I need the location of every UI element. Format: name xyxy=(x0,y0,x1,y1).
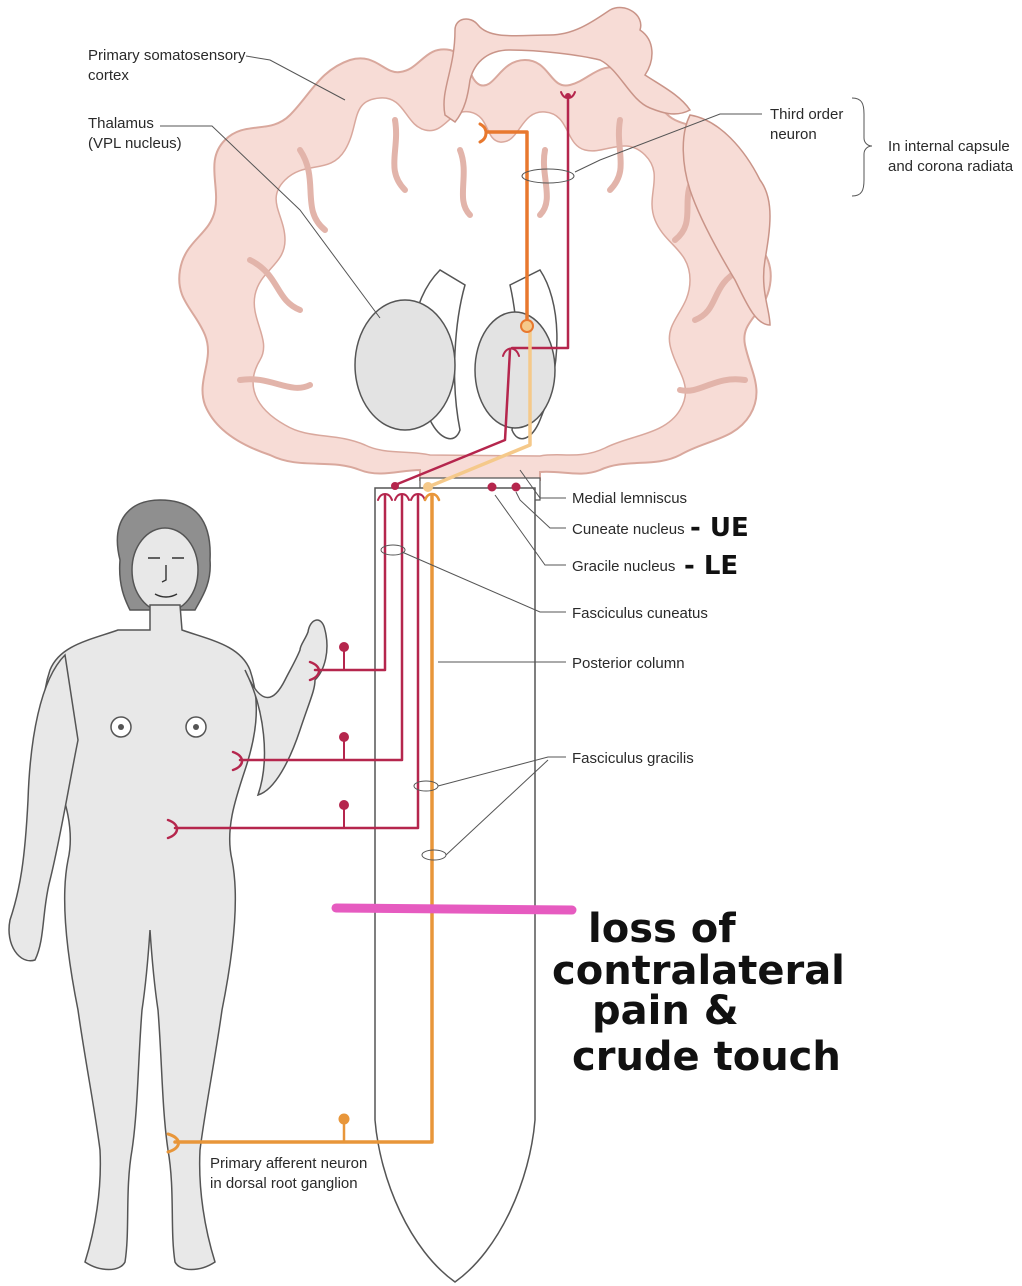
handwritten-annotations: - UE - LE loss of contralateral pain & c… xyxy=(331,513,859,1080)
label-cuneate-nucleus: Cuneate nucleus xyxy=(572,521,685,538)
dark-orange-third-order xyxy=(485,130,529,328)
body-silhouette xyxy=(42,604,258,1271)
gracile-nucleus-dot xyxy=(511,482,521,492)
label-medial-lemniscus: Medial lemniscus xyxy=(572,490,687,507)
homunculus-hand xyxy=(443,6,692,124)
label-posterior-column: Posterior column xyxy=(572,655,685,672)
crimson-medial-lemniscus xyxy=(393,348,512,487)
homunculus-face xyxy=(682,114,771,326)
label-somatosensory-cortex: Primary somatosensory cortex xyxy=(88,47,250,84)
face-features xyxy=(148,557,184,598)
orange-pathway-leg xyxy=(173,493,434,1144)
label-gracile-nucleus: Gracile nucleus xyxy=(572,558,675,575)
crimson-synapse-dot xyxy=(391,482,399,490)
label-fasciculus-cuneatus: Fasciculus cuneatus xyxy=(572,605,708,622)
label-thalamus: Thalamus (VPL nucleus) xyxy=(88,115,182,152)
sensory-homunculus xyxy=(443,6,771,326)
dorsal-root-ganglia xyxy=(338,642,350,1144)
brain-coronal-section xyxy=(178,48,772,501)
cortex-synapse-arcs xyxy=(560,91,576,99)
label-primary-afferent: Primary afferent neuron in dorsal root g… xyxy=(210,1155,371,1192)
human-figure xyxy=(8,499,328,1271)
lesion-marker-line xyxy=(331,903,577,915)
pathways xyxy=(166,91,576,1154)
light-orange-medial-lemniscus xyxy=(426,326,532,489)
receptor-ending-leg xyxy=(166,1132,180,1154)
thalamus-synapse-arc xyxy=(502,347,520,357)
cord-synapse-arc-orange xyxy=(423,492,441,502)
cortex-synapse-arc-orange xyxy=(478,122,488,144)
cord-synapse-arcs xyxy=(377,493,426,501)
head xyxy=(131,527,199,613)
labels: Primary somatosensory cortex Thalamus (V… xyxy=(88,47,1014,1192)
label-internal-capsule: In internal capsule and corona radiata xyxy=(888,138,1014,175)
thalamus-left xyxy=(354,299,456,431)
sulci-folds xyxy=(237,117,748,394)
crimson-pathway-trunk xyxy=(173,493,420,830)
thalamus-right xyxy=(474,311,556,429)
thalamus-synapse-orange xyxy=(520,319,534,333)
crimson-pathway-arm xyxy=(238,493,404,762)
leader-lines xyxy=(160,55,873,856)
receptor-endings xyxy=(166,660,321,840)
note-gracile-le: - LE xyxy=(684,551,738,581)
label-fasciculus-gracilis: Fasciculus gracilis xyxy=(572,750,694,767)
note-cuneate-ue: - UE xyxy=(690,513,749,543)
right-arm xyxy=(244,619,328,797)
note-lesion: loss of contralateral pain & crude touch xyxy=(552,906,859,1080)
light-orange-synapse-dot xyxy=(423,482,433,492)
cuneate-nucleus-dot xyxy=(487,482,497,492)
left-arm xyxy=(8,653,79,962)
spinal-cord xyxy=(374,487,536,1283)
label-third-order-neuron: Third order neuron xyxy=(770,106,848,143)
